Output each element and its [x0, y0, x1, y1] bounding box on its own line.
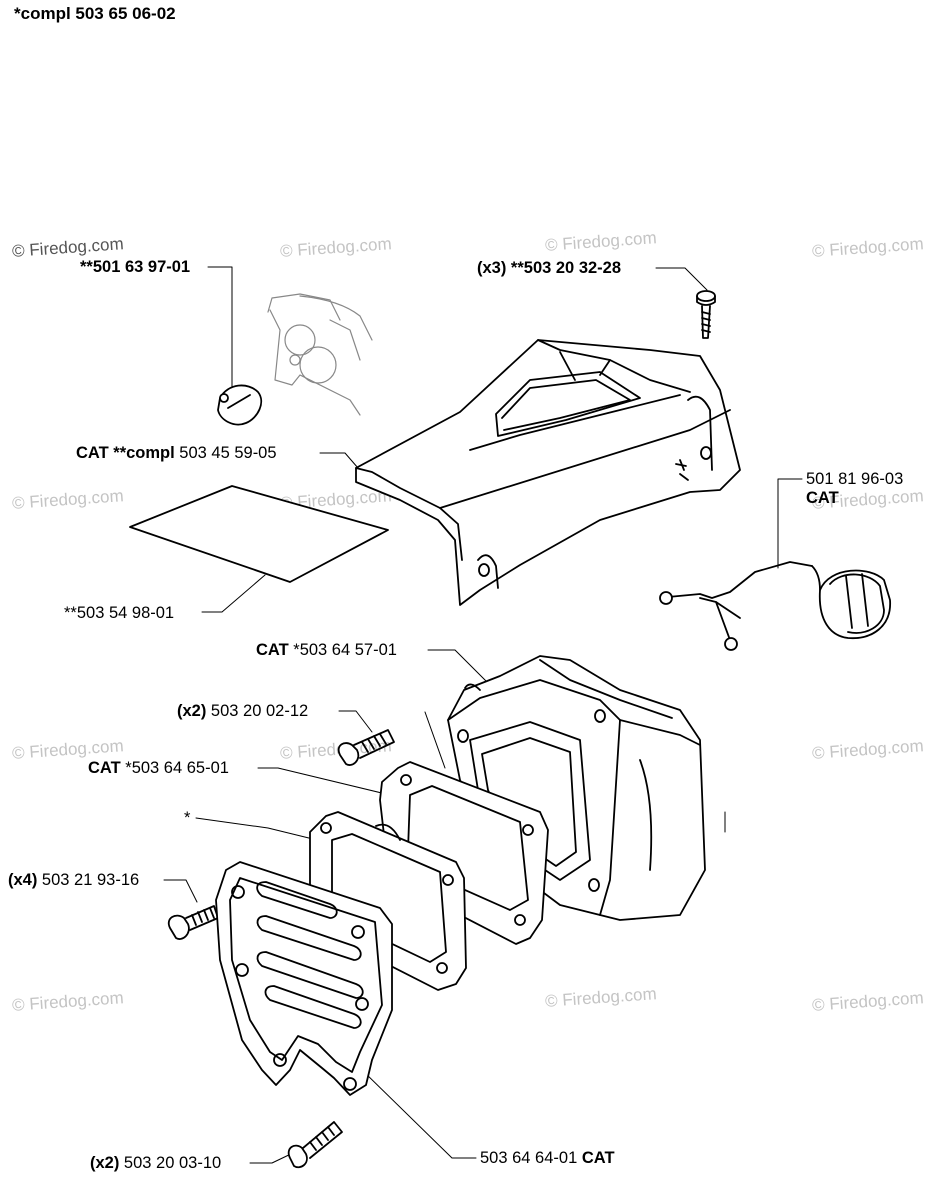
callout-filter-sheet: **503 54 98-01 — [64, 604, 175, 622]
fuel-cap — [659, 561, 891, 651]
bolt-x4 — [167, 905, 219, 940]
callout-bolt-x4: (x4) 503 21 93-16 — [8, 871, 140, 889]
callout-gasket-plate: CAT *503 64 65-01 — [88, 759, 229, 777]
screw-top — [696, 290, 716, 339]
callout-muffler-body: CAT *503 64 57-01 — [256, 641, 397, 659]
top-cover — [355, 339, 741, 606]
callout-plug: **501 63 97-01 — [80, 258, 191, 276]
callout-fuel-cap-cat: CAT — [806, 489, 839, 507]
diagram-header: *compl 503 65 06-02 — [14, 4, 176, 23]
bolt-lower — [287, 1121, 343, 1169]
plug-part — [217, 384, 263, 426]
callout-bolt-lower: (x2) 503 20 03-10 — [90, 1154, 222, 1172]
callout-inner-plate: * — [184, 809, 191, 827]
front-plate — [215, 861, 393, 1096]
leader-lines — [163, 266, 803, 1164]
callout-top-cover: CAT **compl 503 45 59-05 — [76, 444, 277, 462]
callout-fuel-cap: 501 81 96-03 — [806, 470, 904, 488]
callout-screw-top: (x3) **503 20 32-28 — [477, 259, 622, 277]
filter-sheet — [129, 485, 389, 583]
callout-bolt-upper: (x2) 503 20 02-12 — [177, 702, 309, 720]
callout-front-plate: 503 64 64-01 CAT — [480, 1149, 615, 1167]
engine-outline — [267, 293, 373, 416]
bolt-upper — [337, 729, 395, 766]
